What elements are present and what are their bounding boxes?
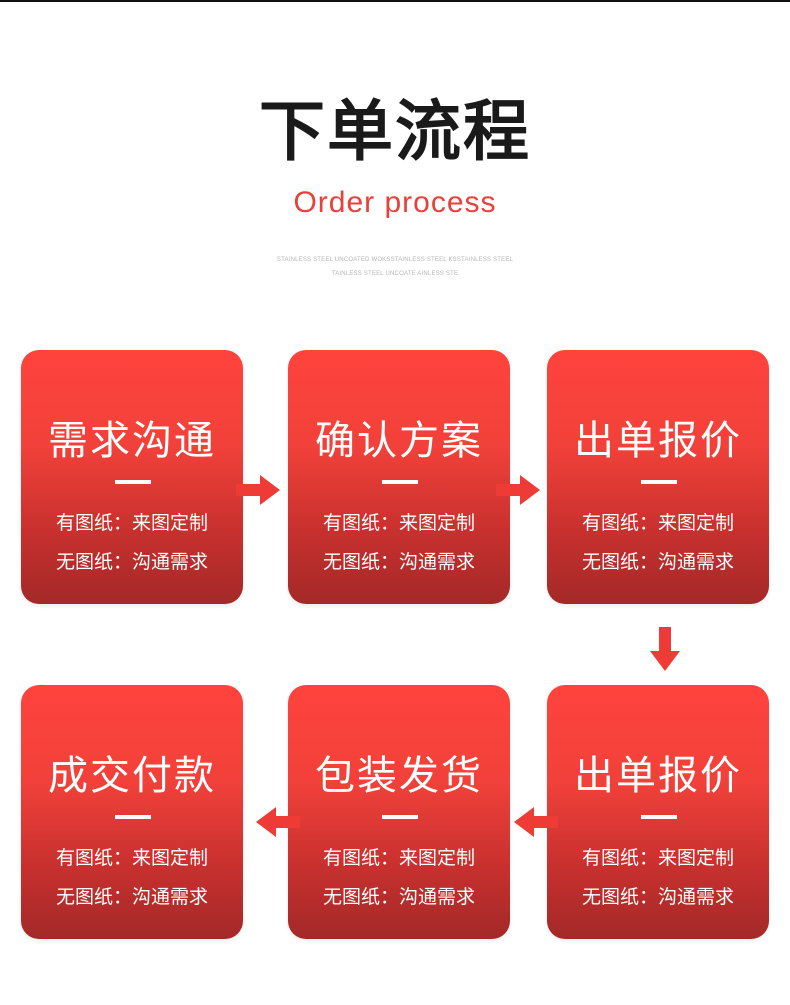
step-divider bbox=[382, 480, 418, 484]
step-line-drawing: 有图纸：来图定制 bbox=[322, 847, 475, 869]
step-title: 确认方案 bbox=[315, 418, 483, 464]
page-title: 下单流程 bbox=[259, 93, 531, 170]
step-line-no-drawing: 无图纸：沟通需求 bbox=[581, 551, 734, 573]
step-line-drawing: 有图纸：来图定制 bbox=[322, 512, 475, 534]
step-title: 出单报价 bbox=[574, 753, 742, 799]
step-line-drawing: 有图纸：来图定制 bbox=[581, 512, 734, 534]
page-subtitle: Order process bbox=[293, 186, 497, 219]
step-divider bbox=[641, 480, 677, 484]
step-title: 需求沟通 bbox=[48, 418, 216, 464]
step-line-no-drawing: 无图纸：沟通需求 bbox=[322, 551, 475, 573]
arrow-left-icon bbox=[514, 807, 558, 837]
step-line-no-drawing: 无图纸：沟通需求 bbox=[581, 886, 734, 908]
step-title: 出单报价 bbox=[574, 418, 742, 464]
fine-print-line-2: TAINLESS STEEL UNCOATE AINLESS STE bbox=[331, 271, 459, 277]
step-line-no-drawing: 无图纸：沟通需求 bbox=[55, 551, 208, 573]
step-divider bbox=[115, 480, 151, 484]
step-line-drawing: 有图纸：来图定制 bbox=[55, 512, 208, 534]
step-card-needs: 需求沟通 有图纸：来图定制 无图纸：沟通需求 bbox=[21, 350, 243, 604]
arrow-down-icon bbox=[650, 627, 680, 671]
step-line-drawing: 有图纸：来图定制 bbox=[55, 847, 208, 869]
step-line-drawing: 有图纸：来图定制 bbox=[581, 847, 734, 869]
top-divider bbox=[0, 0, 790, 2]
step-card-confirm: 确认方案 有图纸：来图定制 无图纸：沟通需求 bbox=[288, 350, 510, 604]
fine-print-line-1: STAINLESS STEEL UNCOATED WOKSSTAINLESS S… bbox=[276, 257, 514, 263]
step-card-payment: 成交付款 有图纸：来图定制 无图纸：沟通需求 bbox=[21, 685, 243, 939]
step-divider bbox=[641, 815, 677, 819]
arrow-right-icon bbox=[236, 475, 280, 505]
step-title: 成交付款 bbox=[48, 753, 216, 799]
step-divider bbox=[382, 815, 418, 819]
step-line-no-drawing: 无图纸：沟通需求 bbox=[322, 886, 475, 908]
arrow-left-icon bbox=[256, 807, 300, 837]
step-card-shipping: 包装发货 有图纸：来图定制 无图纸：沟通需求 bbox=[288, 685, 510, 939]
step-card-quote-2: 出单报价 有图纸：来图定制 无图纸：沟通需求 bbox=[547, 685, 769, 939]
step-line-no-drawing: 无图纸：沟通需求 bbox=[55, 886, 208, 908]
step-divider bbox=[115, 815, 151, 819]
step-card-quote: 出单报价 有图纸：来图定制 无图纸：沟通需求 bbox=[547, 350, 769, 604]
arrow-right-icon bbox=[496, 475, 540, 505]
step-title: 包装发货 bbox=[315, 753, 483, 799]
